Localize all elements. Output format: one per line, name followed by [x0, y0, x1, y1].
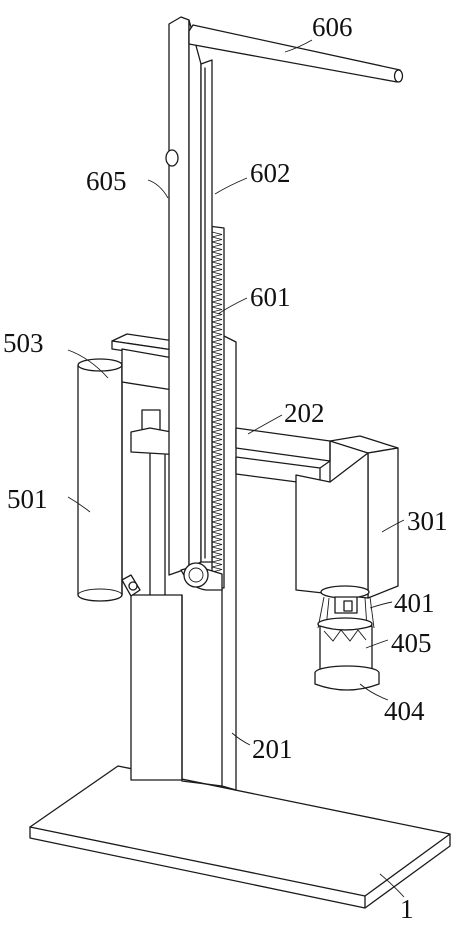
vertical-column	[130, 334, 237, 791]
label-503: 503	[3, 328, 44, 358]
label-1: 1	[400, 894, 414, 924]
horizontal-arm	[235, 427, 331, 486]
label-501: 501	[7, 484, 48, 514]
spindle-assembly	[314, 585, 380, 691]
label-201: 201	[252, 734, 293, 764]
label-602: 602	[250, 158, 291, 188]
base-plate	[29, 765, 451, 909]
lift-plate	[165, 16, 223, 591]
label-605: 605	[86, 166, 127, 196]
cylinder	[77, 358, 141, 602]
label-401: 401	[394, 588, 435, 618]
label-601: 601	[250, 282, 291, 312]
top-bar	[188, 24, 404, 83]
label-404: 404	[384, 696, 425, 726]
label-606: 606	[312, 12, 353, 42]
leader-lines	[67, 39, 405, 898]
label-301: 301	[407, 506, 448, 536]
reference-labels: 606 605 602 601 503 202 501 301 401 405 …	[3, 12, 448, 924]
label-202: 202	[284, 398, 325, 428]
motor-box	[295, 435, 399, 599]
label-405: 405	[391, 628, 432, 658]
